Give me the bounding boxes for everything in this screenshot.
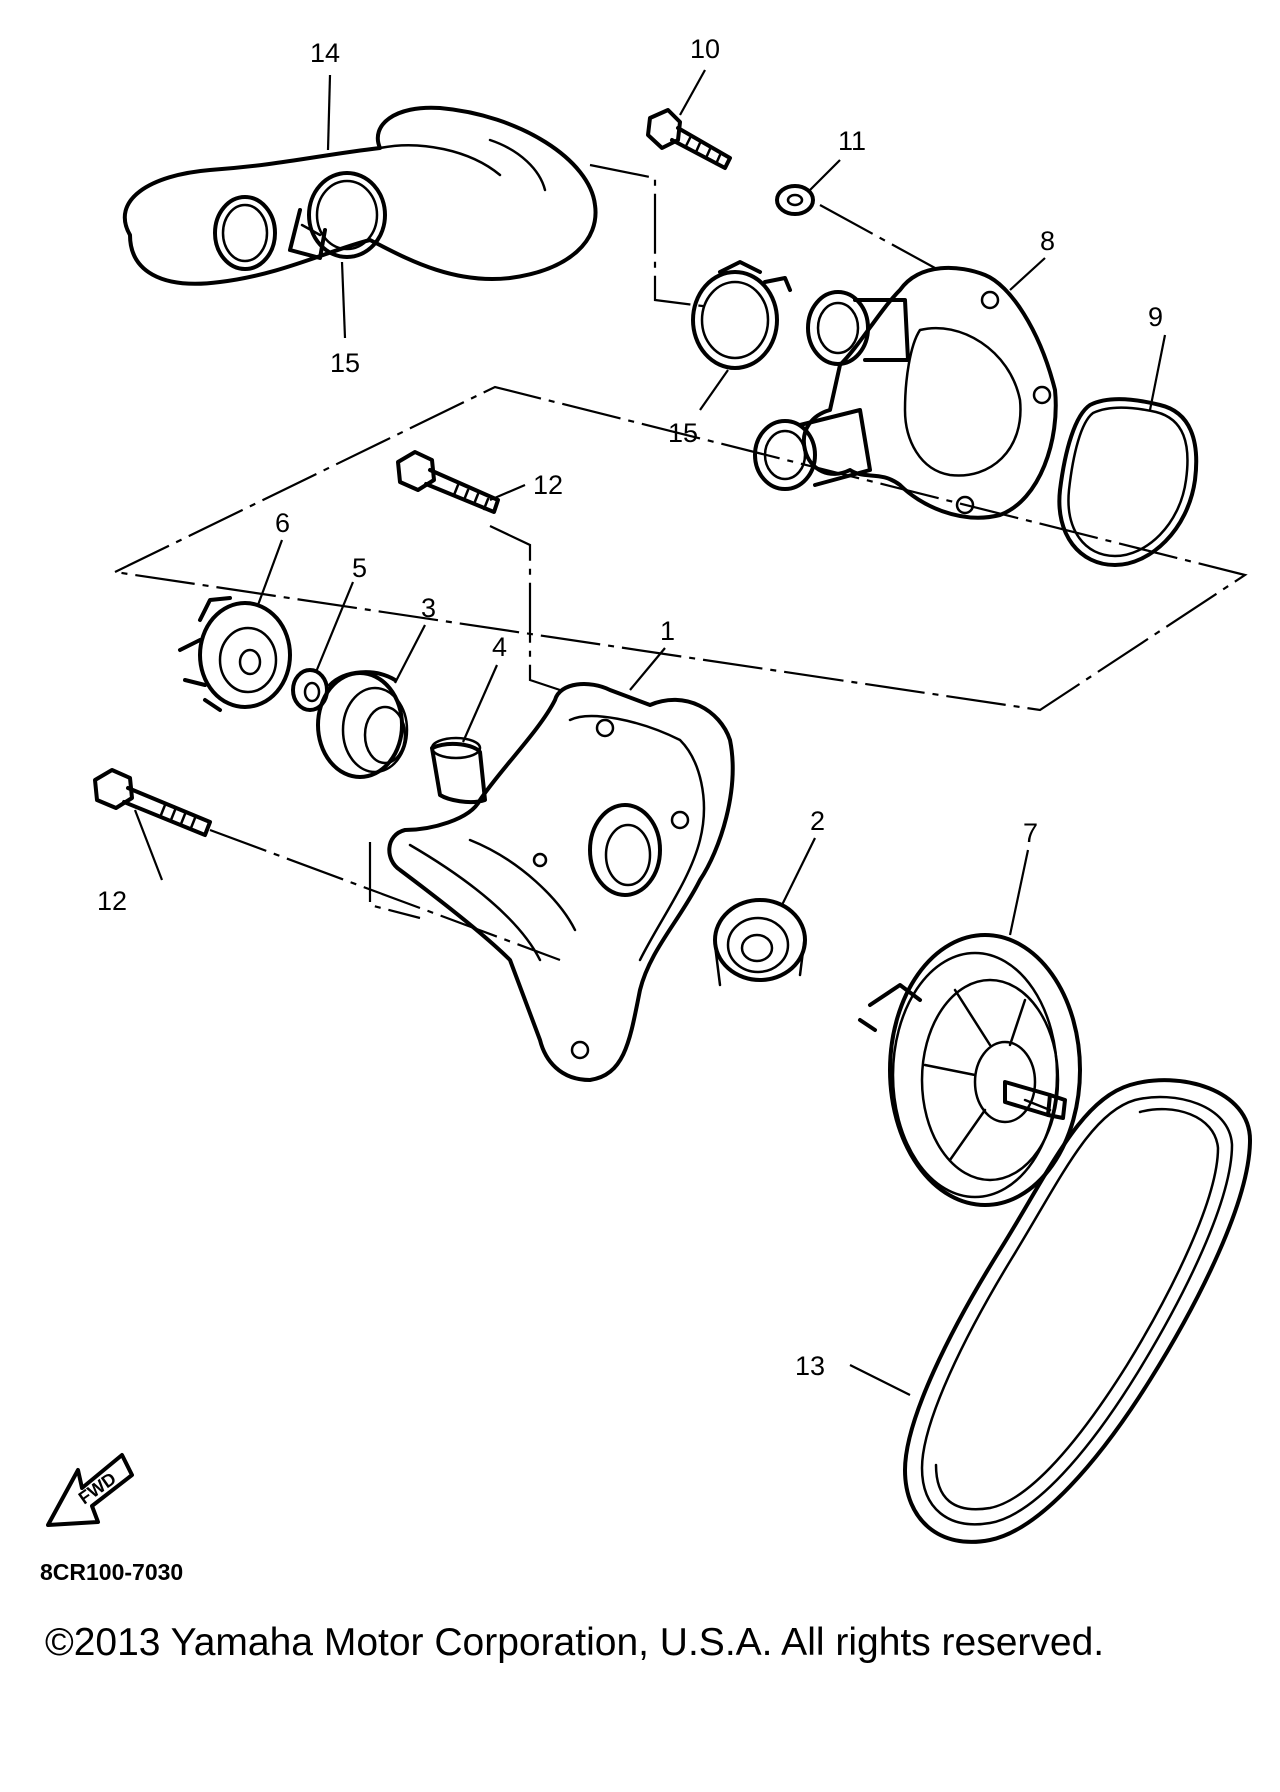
callout-2: 2 xyxy=(810,806,825,836)
callout-12-lower: 12 xyxy=(97,886,127,916)
callout-5: 5 xyxy=(352,553,367,583)
callout-10: 10 xyxy=(690,34,720,64)
fwd-arrow-icon: FWD xyxy=(46,1453,134,1527)
bearing-part-2 xyxy=(713,898,807,987)
bolt-part-12-lower xyxy=(93,768,212,837)
diagram-code: 8CR100-7030 xyxy=(40,1559,183,1585)
callout-6: 6 xyxy=(275,508,290,538)
mechanical-seal-part-3 xyxy=(316,670,409,779)
bolt-part-10 xyxy=(646,108,732,170)
callout-8: 8 xyxy=(1040,226,1055,256)
pump-body-part-1 xyxy=(387,682,735,1082)
callout-11: 11 xyxy=(838,126,866,156)
callout-15-upper: 15 xyxy=(330,348,360,378)
callout-labels: 14 15 10 11 8 9 15 12 6 5 3 4 1 2 7 12 1… xyxy=(97,34,1163,1381)
copyright-notice: ©2013 Yamaha Motor Corporation, U.S.A. A… xyxy=(45,1621,1104,1664)
sleeve-part-4 xyxy=(430,736,487,805)
leader-lines xyxy=(133,69,1167,1396)
hose-clamp-part-15-lower xyxy=(691,260,792,370)
gasket-part-9 xyxy=(1057,397,1199,567)
callout-12-upper: 12 xyxy=(533,470,563,500)
callout-7: 7 xyxy=(1023,818,1038,848)
impeller-part-6 xyxy=(178,596,292,712)
callout-1: 1 xyxy=(660,616,675,646)
bolt-part-12-upper xyxy=(396,450,500,514)
hose-part-14 xyxy=(122,105,598,286)
pulley-part-7 xyxy=(858,933,1082,1207)
callout-9: 9 xyxy=(1148,302,1163,332)
callout-4: 4 xyxy=(492,632,507,662)
callout-13: 13 xyxy=(795,1351,825,1381)
washer-part-11 xyxy=(775,184,815,216)
hose-clamp-part-15-upper xyxy=(288,171,387,260)
pump-cover-part-8 xyxy=(753,265,1058,520)
callout-14: 14 xyxy=(310,38,340,68)
callout-3: 3 xyxy=(421,593,436,623)
callout-15-lower: 15 xyxy=(668,418,698,448)
drive-belt-part-13 xyxy=(903,1078,1252,1544)
assembly-boundary xyxy=(114,163,1248,962)
